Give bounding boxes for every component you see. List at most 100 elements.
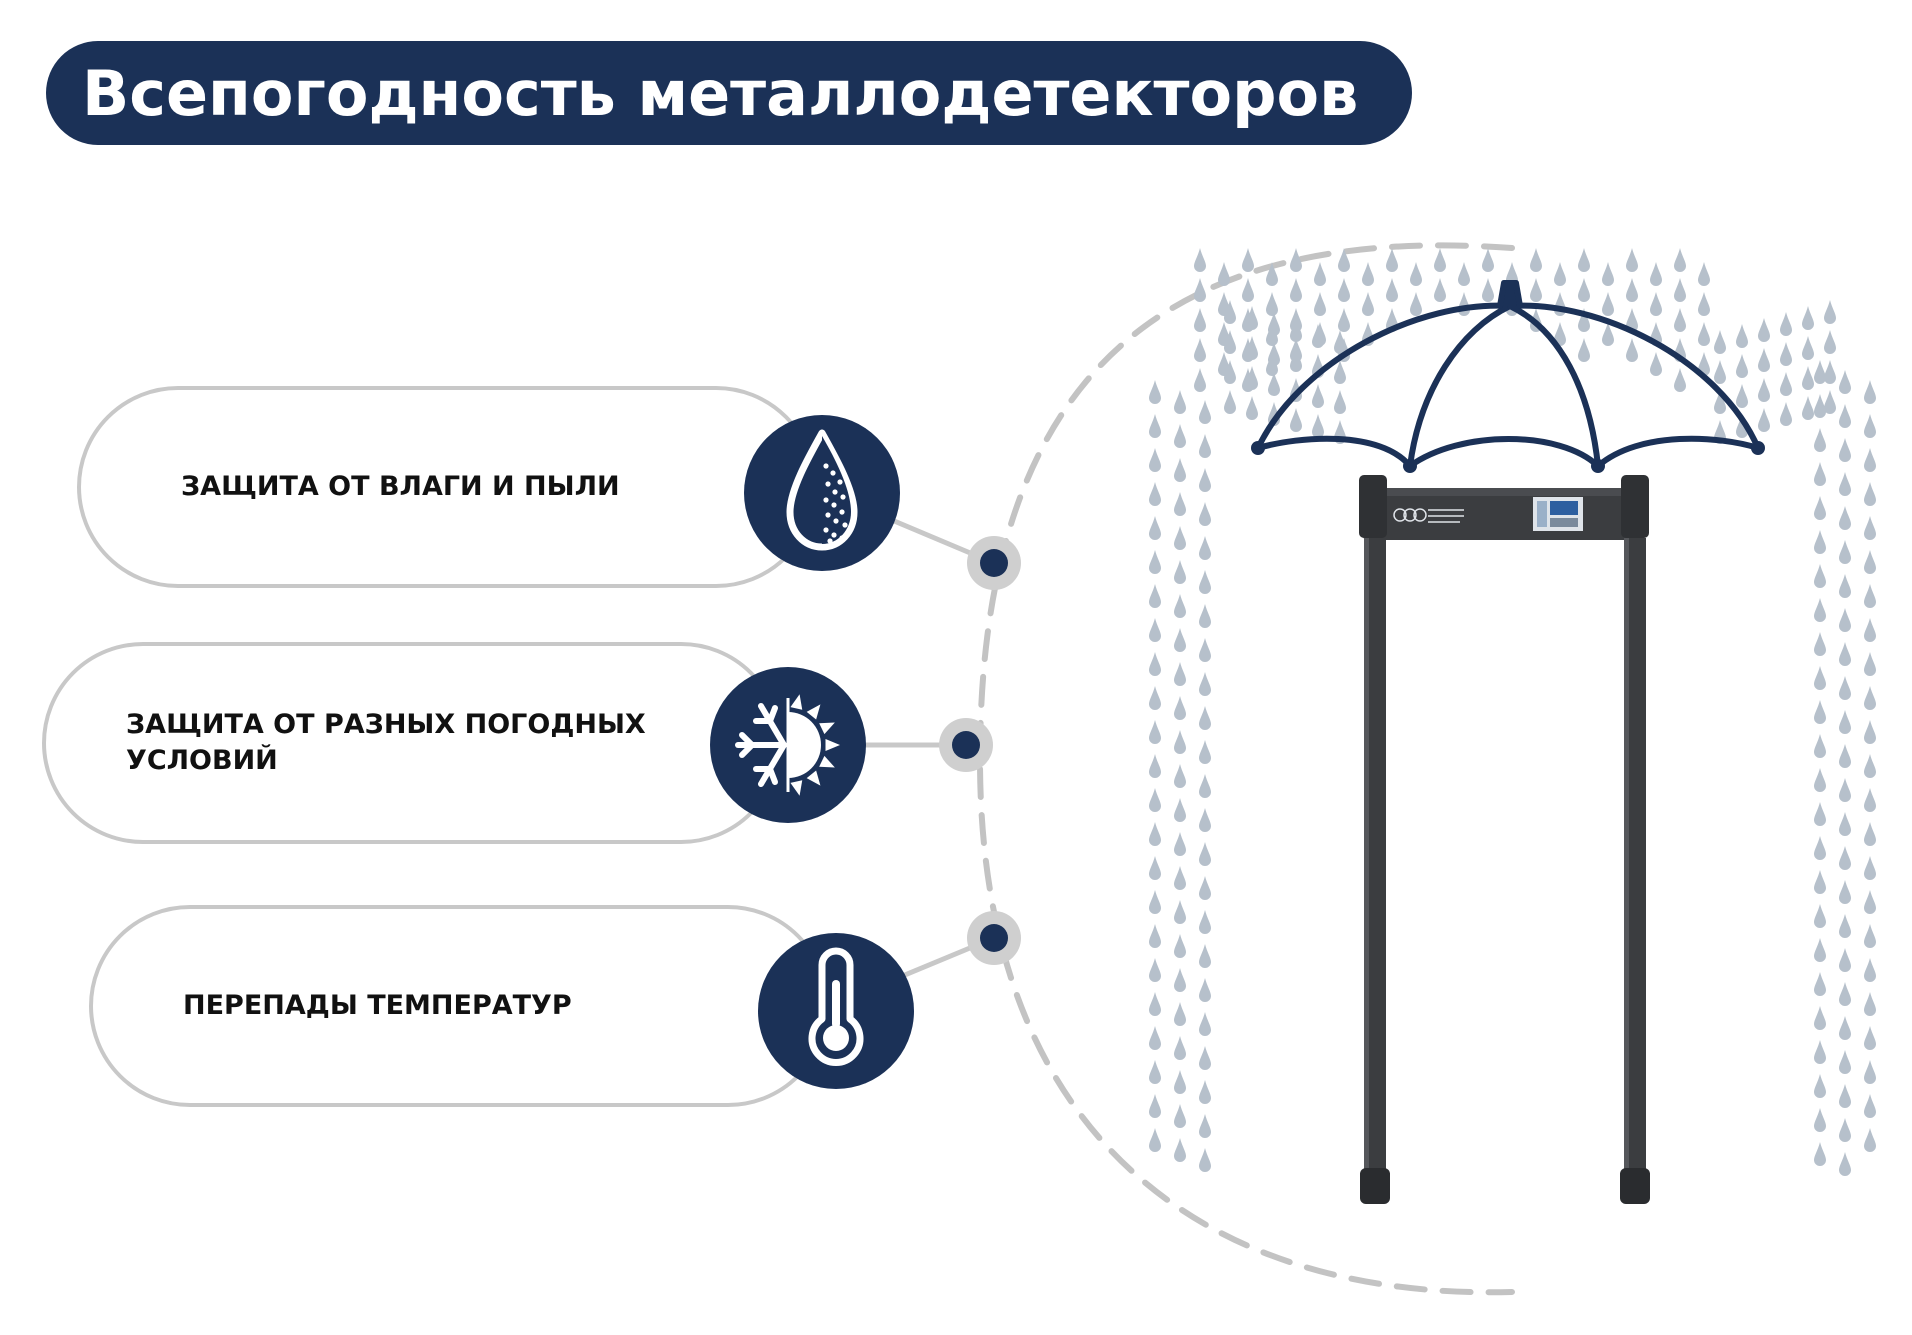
rain-drop bbox=[1839, 1050, 1851, 1074]
rain-drop bbox=[1814, 428, 1826, 452]
rain-drop bbox=[1199, 910, 1211, 934]
feature-label-temperature-changes: ПЕРЕПАДЫ ТЕМПЕРАТУР bbox=[183, 990, 572, 1021]
rain-drop bbox=[1290, 248, 1302, 272]
rain-drop bbox=[1530, 248, 1542, 272]
rain-drop bbox=[1864, 584, 1876, 608]
rain-drop bbox=[1864, 516, 1876, 540]
rain-drop bbox=[1174, 1104, 1186, 1128]
title-banner: Всепогодность металлодетекторов bbox=[46, 41, 1412, 145]
rain-drop bbox=[1410, 262, 1422, 286]
rain-drop bbox=[1864, 958, 1876, 982]
rain-drop bbox=[1199, 604, 1211, 628]
rain-drop bbox=[1174, 628, 1186, 652]
rain-drop bbox=[1199, 1080, 1211, 1104]
rain-drop bbox=[1199, 944, 1211, 968]
rain-drop bbox=[1839, 744, 1851, 768]
rain-drop bbox=[1674, 308, 1686, 332]
rain-drop bbox=[1814, 462, 1826, 486]
feature-weather-conditions: ЗАЩИТА ОТ РАЗНЫХ ПОГОДНЫХ УСЛОВИЙ bbox=[42, 642, 782, 844]
rain-drop bbox=[1736, 324, 1748, 348]
rain-drop bbox=[1218, 262, 1230, 286]
rain-drop bbox=[1802, 396, 1814, 420]
rain-drop bbox=[1824, 330, 1836, 354]
rain-drop bbox=[1578, 338, 1590, 362]
rain-drop bbox=[1199, 740, 1211, 764]
rain-drop bbox=[1814, 938, 1826, 962]
rain-drop bbox=[1314, 292, 1326, 316]
rain-drop bbox=[1839, 404, 1851, 428]
rain-drop bbox=[1714, 390, 1726, 414]
connector-node-3 bbox=[967, 911, 1021, 965]
rain-drop bbox=[1814, 1108, 1826, 1132]
rain-drop bbox=[1814, 1006, 1826, 1030]
connector-node-1 bbox=[967, 536, 1021, 590]
rain-drop bbox=[1758, 378, 1770, 402]
rain-drop bbox=[1149, 1128, 1161, 1152]
rain-drop bbox=[1199, 1012, 1211, 1036]
rain-drop bbox=[1149, 448, 1161, 472]
rain-drop bbox=[1149, 686, 1161, 710]
umbrella-tips bbox=[1251, 441, 1765, 473]
rain-drop bbox=[1814, 734, 1826, 758]
rain-drop bbox=[1199, 978, 1211, 1002]
rain-drop bbox=[1864, 482, 1876, 506]
rain-drop bbox=[1199, 842, 1211, 866]
rain-drop bbox=[1864, 1128, 1876, 1152]
feature-temperature-changes: ПЕРЕПАДЫ ТЕМПЕРАТУР bbox=[89, 905, 829, 1107]
rain-drop bbox=[1554, 322, 1566, 346]
rain-drop bbox=[1290, 278, 1302, 302]
rain-drop bbox=[1864, 618, 1876, 642]
rain-drop bbox=[1174, 764, 1186, 788]
rain-drop bbox=[1338, 278, 1350, 302]
rain-drop bbox=[1626, 278, 1638, 302]
rain-drop bbox=[1758, 318, 1770, 342]
rain-drop bbox=[1780, 342, 1792, 366]
rain-drop bbox=[1174, 424, 1186, 448]
rain-drop bbox=[1814, 802, 1826, 826]
rain-drop bbox=[1758, 408, 1770, 432]
rain-drop bbox=[1246, 336, 1258, 360]
rain-drop bbox=[1674, 248, 1686, 272]
rain-drop bbox=[1174, 798, 1186, 822]
rain-drop bbox=[1839, 642, 1851, 666]
rain-drop bbox=[1290, 348, 1302, 372]
rain-drop bbox=[1864, 890, 1876, 914]
rain-drop bbox=[1174, 560, 1186, 584]
feature-label-moisture-dust: ЗАЩИТА ОТ ВЛАГИ И ПЫЛИ bbox=[181, 471, 620, 502]
rain-drop bbox=[1174, 492, 1186, 516]
rain-drop bbox=[1839, 1016, 1851, 1040]
rain-drop bbox=[1174, 696, 1186, 720]
rain-drop bbox=[1839, 370, 1851, 394]
feature-moisture-dust: ЗАЩИТА ОТ ВЛАГИ И ПЫЛИ bbox=[77, 386, 817, 588]
rain-drop bbox=[1674, 278, 1686, 302]
rain-drop bbox=[1839, 1118, 1851, 1142]
rain-drop bbox=[1814, 1074, 1826, 1098]
rain-drop bbox=[1338, 308, 1350, 332]
rain-drop bbox=[1626, 248, 1638, 272]
rain-drop bbox=[1246, 306, 1258, 330]
rain-drop bbox=[1334, 360, 1346, 384]
rain-drop bbox=[1554, 262, 1566, 286]
rain-drop bbox=[1864, 992, 1876, 1016]
rain-drop bbox=[1199, 536, 1211, 560]
rain-drop bbox=[1814, 904, 1826, 928]
rain-drop bbox=[1458, 292, 1470, 316]
rain-drop bbox=[1839, 710, 1851, 734]
rain-drop bbox=[1839, 982, 1851, 1006]
rain-drop bbox=[1814, 598, 1826, 622]
dashed-arc bbox=[976, 242, 1515, 1296]
rain-drop bbox=[1149, 1060, 1161, 1084]
rain-drop bbox=[1149, 924, 1161, 948]
rain-drop bbox=[1864, 380, 1876, 404]
rain-drop bbox=[1174, 594, 1186, 618]
rain-drop bbox=[1814, 1040, 1826, 1064]
rain-drop bbox=[1824, 300, 1836, 324]
rain-drop bbox=[1864, 924, 1876, 948]
rain-drop bbox=[1242, 248, 1254, 272]
rain-drop bbox=[1194, 338, 1206, 362]
rain-drop bbox=[1149, 720, 1161, 744]
rain-drop bbox=[1199, 774, 1211, 798]
rain-drop bbox=[1864, 550, 1876, 574]
rain-drop bbox=[1864, 754, 1876, 778]
